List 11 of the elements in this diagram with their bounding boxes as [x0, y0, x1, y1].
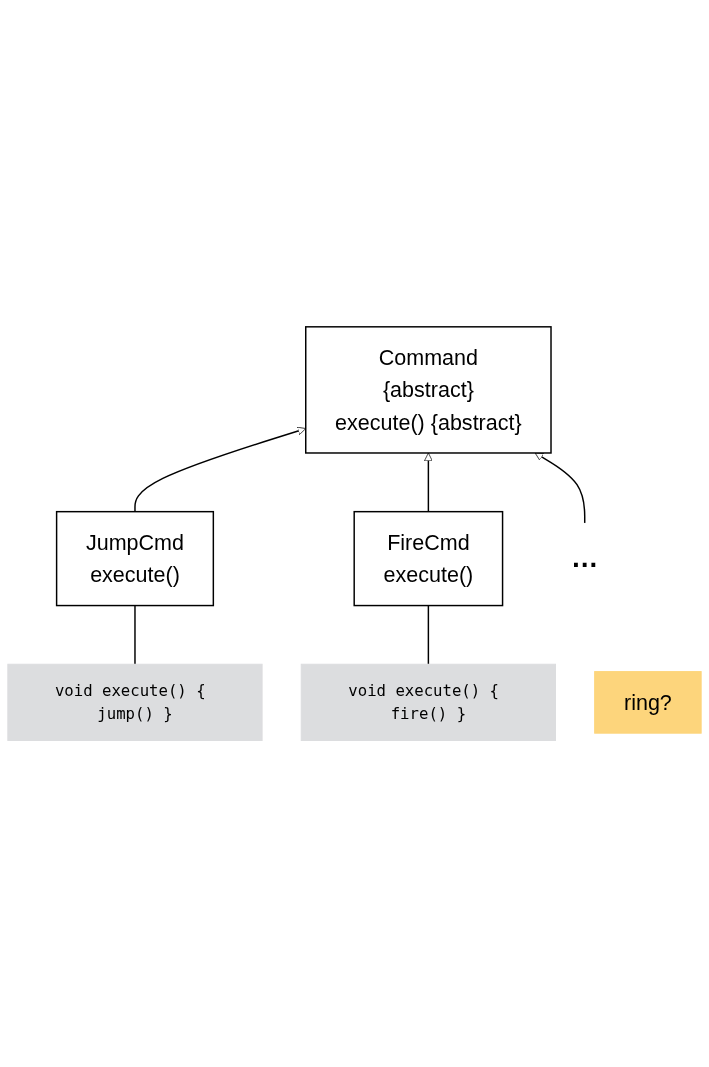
arrow: [534, 452, 586, 524]
node-box: Command {abstract} execute() {abstract}: [305, 325, 552, 454]
node-box: void execute() { jump() }: [7, 663, 263, 741]
connector: [427, 604, 430, 665]
connector: [134, 604, 136, 665]
node-box: ring?: [594, 670, 702, 734]
arrow: [424, 452, 433, 513]
node-box: void execute() { fire() }: [300, 663, 556, 741]
node-box: JumpCmd execute(): [55, 510, 215, 607]
node-box: FireCmd execute(): [353, 510, 504, 607]
node-text: …: [571, 542, 599, 574]
